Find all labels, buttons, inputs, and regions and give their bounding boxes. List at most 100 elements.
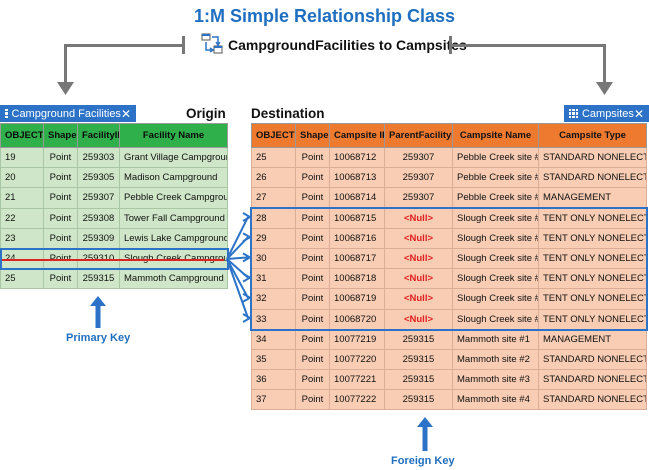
table-cell: 10077221	[329, 369, 385, 391]
table-cell: 259307	[77, 187, 120, 209]
column-header[interactable]: ParentFacilityID	[384, 123, 453, 148]
table-cell: 259315	[384, 348, 453, 371]
table-cell: TENT ONLY NONELECTRIC	[538, 247, 647, 270]
table-cell: Point	[43, 207, 78, 229]
relationship-arrow	[226, 256, 249, 260]
table-cell: 21	[0, 187, 44, 209]
column-header[interactable]: FacilityID	[77, 123, 120, 148]
foreign-key-label: Foreign Key	[391, 455, 455, 467]
tab-campground-facilities[interactable]: Campground Facilities ✕	[0, 105, 136, 122]
tab-campsites[interactable]: Campsites ✕	[564, 105, 649, 122]
table-cell: Mammoth site #3	[452, 369, 539, 391]
table-cell: <Null>	[384, 268, 453, 290]
table-icon	[569, 109, 578, 118]
table-cell: Point	[295, 268, 330, 290]
table-icon	[5, 109, 8, 118]
close-icon[interactable]: ✕	[120, 106, 131, 121]
table-cell: STANDARD NONELECTRIC	[538, 146, 647, 169]
table-cell: Pebble Creek site #25	[452, 146, 539, 169]
column-header[interactable]: Shape	[43, 123, 78, 148]
table-cell: 259315	[384, 369, 453, 391]
arrowhead	[242, 272, 253, 283]
table-cell: Mammoth Campground	[119, 268, 228, 290]
column-header[interactable]: Facility Name	[119, 123, 228, 148]
table-cell: Mammoth site #1	[452, 328, 539, 350]
table-cell: 259315	[384, 389, 453, 411]
table-cell: Pebble Creek site #27	[452, 187, 539, 209]
table-cell: 10077222	[329, 389, 385, 411]
table-cell: 10068718	[329, 268, 385, 290]
left-arrow-stem	[64, 44, 67, 84]
relationship-class-icon	[201, 33, 223, 54]
table-cell: Point	[295, 348, 330, 371]
close-icon[interactable]: ✕	[633, 106, 644, 121]
column-header[interactable]: Campsite Type	[538, 123, 647, 148]
table-cell: 20	[0, 167, 44, 189]
column-header[interactable]: OBJECTID	[0, 123, 44, 148]
table-cell: Point	[43, 227, 78, 249]
column-header[interactable]: OBJECTID	[251, 123, 296, 148]
table-cell: TENT ONLY NONELECTRIC	[538, 268, 647, 290]
table-cell: Tower Fall Campground	[119, 207, 228, 229]
arrow-down-icon	[596, 82, 613, 95]
table-cell: 259315	[77, 268, 120, 290]
table-cell: 10068713	[329, 167, 385, 189]
column-header[interactable]: Campsite Name	[452, 123, 539, 148]
arrowhead	[242, 292, 253, 303]
tab-label: Campground Facilities	[11, 107, 121, 120]
table-cell: Slough Creek site #2	[452, 227, 539, 249]
table-cell: STANDARD NONELECTRIC	[538, 167, 647, 189]
table-cell: 37	[251, 389, 296, 411]
table-cell: 36	[251, 369, 296, 391]
origin-label: Origin	[186, 106, 226, 121]
table-cell: Mammoth site #2	[452, 348, 539, 371]
table-cell: 10068717	[329, 247, 385, 270]
table-cell: 259307	[384, 146, 453, 169]
diagram-title: 1:M Simple Relationship Class	[193, 6, 456, 26]
table-cell: Point	[295, 328, 330, 350]
table-cell: <Null>	[384, 207, 453, 229]
table-cell: Grant Village Campground	[119, 146, 228, 169]
table-cell: Point	[43, 187, 78, 209]
strikethrough-line	[2, 259, 224, 261]
table-cell: Lewis Lake Campground	[119, 227, 228, 249]
right-arrow-stem	[603, 44, 606, 84]
table-cell: 25	[0, 268, 44, 290]
table-cell: Point	[43, 146, 78, 169]
table-cell: Mammoth site #4	[452, 389, 539, 411]
column-header[interactable]: Shape	[295, 123, 330, 148]
table-cell: TENT ONLY NONELECTRIC	[538, 207, 647, 229]
table-cell: <Null>	[384, 308, 453, 330]
table-cell: STANDARD NONELECTRIC	[538, 348, 647, 371]
table-cell: <Null>	[384, 288, 453, 310]
table-cell: 10077219	[329, 328, 385, 350]
column-header[interactable]: Campsite ID	[329, 123, 385, 148]
table-cell: Point	[43, 167, 78, 189]
arrowhead	[242, 232, 253, 243]
table-cell: Pebble Creek Campground	[119, 187, 228, 209]
table-cell: 35	[251, 348, 296, 371]
table-cell: Point	[295, 308, 330, 330]
table-cell: Madison Campground	[119, 167, 228, 189]
destination-label: Destination	[251, 106, 325, 121]
table-cell: 259305	[77, 167, 120, 189]
